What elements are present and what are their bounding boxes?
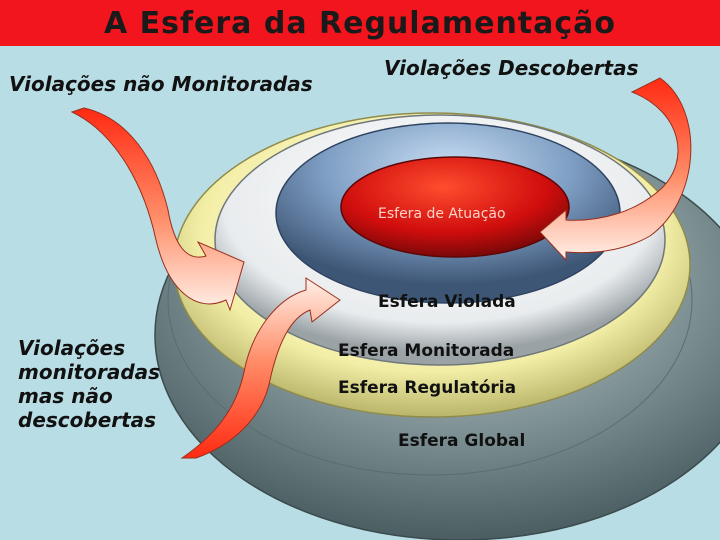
sphere-action bbox=[340, 156, 570, 258]
label-sphere-global: Esfera Global bbox=[398, 431, 526, 451]
label-line-1: Violações bbox=[18, 336, 126, 360]
label-discovered-violations: Violações Descobertas bbox=[384, 56, 639, 80]
title-bar: A Esfera da Regulamentação bbox=[0, 0, 720, 46]
arrow-discovered bbox=[539, 77, 692, 262]
label-sphere-violated: Esfera Violada bbox=[378, 292, 516, 312]
arrow-monitored-undiscovered bbox=[180, 277, 341, 459]
page-title: A Esfera da Regulamentação bbox=[103, 5, 617, 41]
arrow-unmonitored bbox=[70, 107, 245, 312]
label-sphere-monitored: Esfera Monitorada bbox=[338, 341, 515, 361]
label-line-3: mas não bbox=[18, 384, 113, 408]
label-unmonitored-violations: Violações não Monitoradas bbox=[9, 72, 313, 96]
label-sphere-regulatory: Esfera Regulatória bbox=[338, 378, 517, 398]
label-monitored-undiscovered: Violações monitoradas mas não descoberta… bbox=[18, 336, 160, 432]
label-sphere-action: Esfera de Atuação bbox=[378, 206, 506, 222]
label-line-4: descobertas bbox=[18, 408, 157, 432]
label-line-2: monitoradas bbox=[18, 360, 161, 384]
